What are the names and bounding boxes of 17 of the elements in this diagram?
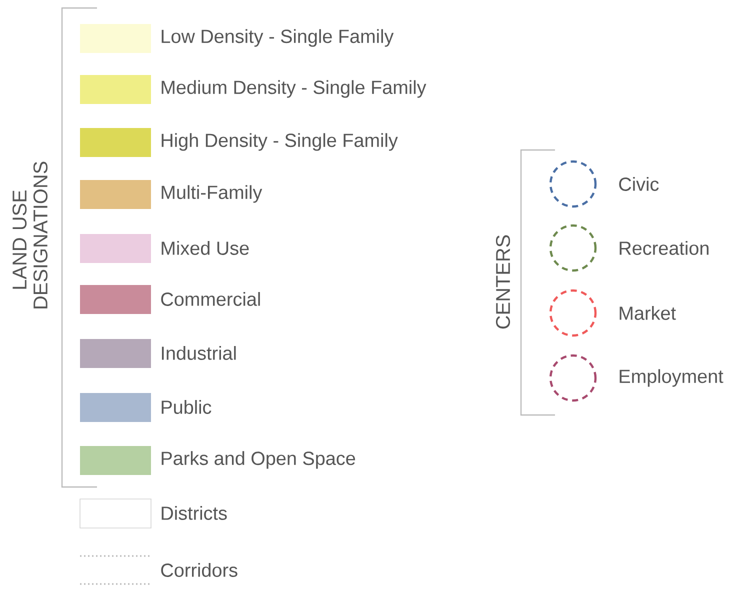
- group-heading: LAND USE DESIGNATIONS: [12, 162, 48, 308]
- legend-label: Recreation: [620, 241, 708, 255]
- legend-label: Low Density - Single Family: [162, 29, 394, 47]
- legend-label: Multi-Family: [162, 185, 262, 203]
- legend-label: Commercial: [161, 292, 260, 306]
- legend-label: Civic: [619, 177, 659, 191]
- group-heading: CENTERS: [496, 235, 510, 329]
- legend-label: Employment: [620, 369, 724, 387]
- legend-label: Parks and Open Space: [162, 451, 356, 469]
- legend-label: Public: [162, 400, 212, 414]
- legend-label: Industrial: [162, 346, 236, 360]
- legend-label: Mixed Use: [162, 241, 249, 255]
- legend-label: Corridors: [161, 563, 238, 577]
- legend-label: Districts: [162, 506, 227, 520]
- legend-label: Medium Density - Single Family: [162, 80, 426, 98]
- legend-label: High Density - Single Family: [162, 133, 398, 151]
- legend-label: Market: [620, 306, 676, 320]
